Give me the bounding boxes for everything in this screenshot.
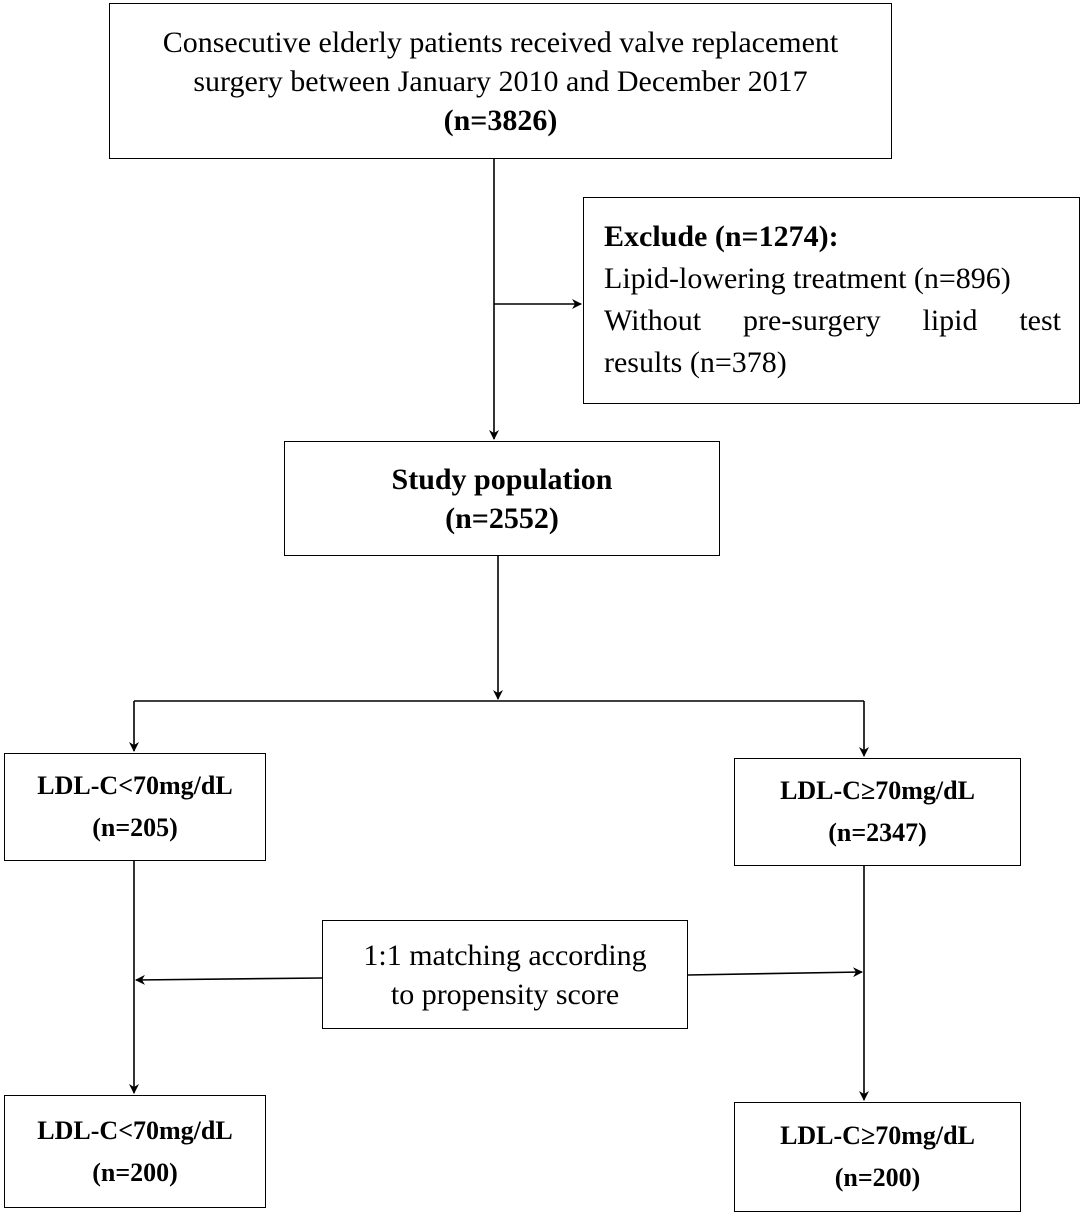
- exclusion-item-no-lipid-test: Without pre-surgery lipid test: [604, 304, 1061, 337]
- group-low-ldl-label: LDL-C<70mg/dL: [37, 771, 233, 800]
- study-population-title: Study population: [391, 462, 613, 496]
- group-high-ldl-box: LDL-C≥70mg/dL (n=2347): [734, 758, 1021, 866]
- matched-low-ldl-box: LDL-C<70mg/dL (n=200): [4, 1095, 266, 1208]
- enrollment-line-2: surgery between January 2010 and Decembe…: [193, 64, 808, 98]
- matching-line-1: 1:1 matching according: [363, 938, 647, 972]
- matched-low-ldl-label: LDL-C<70mg/dL: [37, 1115, 233, 1145]
- exclusion-item-lipid-lowering: Lipid-lowering treatment (n=896): [604, 262, 1011, 295]
- group-high-ldl-label: LDL-C≥70mg/dL: [780, 776, 975, 805]
- study-population-box: Study population (n=2552): [284, 441, 720, 556]
- enrollment-count: (n=3826): [443, 103, 558, 137]
- matching-line-2: to propensity score: [390, 977, 620, 1011]
- connector-matching-to-low: [135, 974, 323, 985]
- exclusion-item-no-lipid-test-cont: results (n=378): [604, 346, 787, 379]
- matched-high-ldl-box: LDL-C≥70mg/dL (n=200): [734, 1102, 1021, 1212]
- exclusion-box: Exclude (n=1274): Lipid-lowering treatme…: [583, 197, 1080, 404]
- study-population-count: (n=2552): [445, 501, 559, 535]
- enrollment-line-1: Consecutive elderly patients received va…: [162, 25, 839, 59]
- matched-low-ldl-count: (n=200): [92, 1157, 178, 1187]
- exclusion-title: Exclude (n=1274):: [604, 220, 839, 253]
- group-low-ldl-box: LDL-C<70mg/dL (n=205): [4, 753, 266, 861]
- connector-matching-to-high: [687, 967, 863, 978]
- enrollment-box: Consecutive elderly patients received va…: [109, 3, 892, 159]
- group-high-ldl-count: (n=2347): [828, 818, 927, 847]
- matched-high-ldl-count: (n=200): [834, 1163, 921, 1192]
- group-low-ldl-count: (n=205): [92, 813, 178, 842]
- matching-box: 1:1 matching according to propensity sco…: [322, 920, 688, 1029]
- matched-high-ldl-label: LDL-C≥70mg/dL: [780, 1121, 975, 1150]
